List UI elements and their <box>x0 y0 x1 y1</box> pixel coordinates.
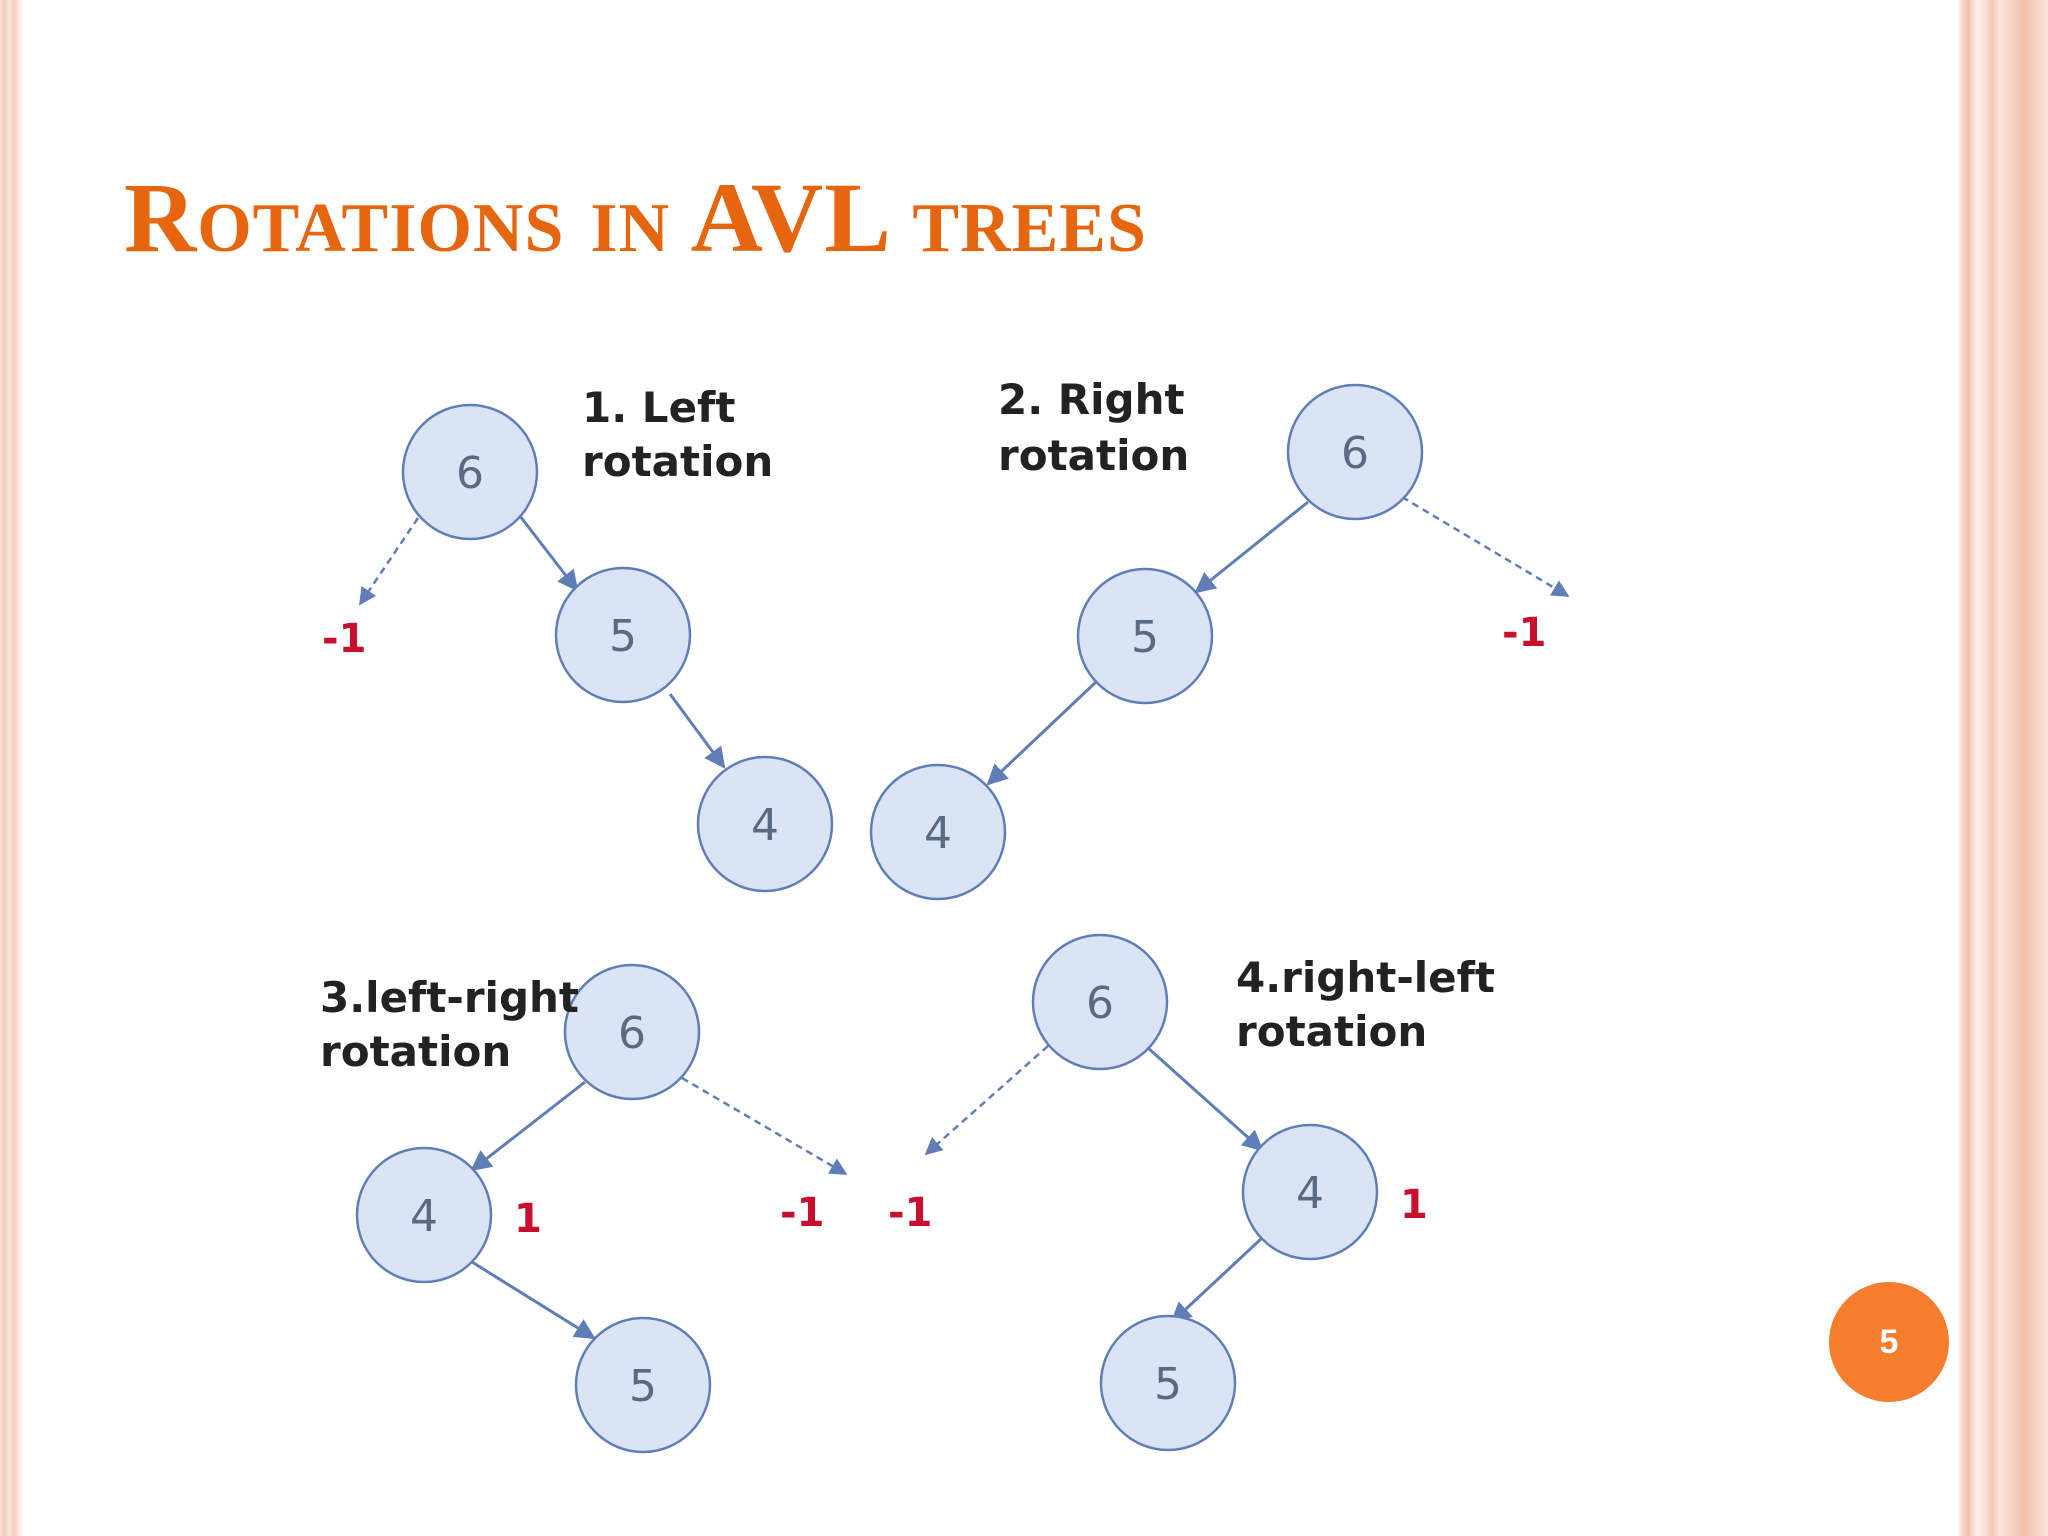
tree-node: 6 <box>563 963 701 1101</box>
edge-5-to-4 <box>986 680 1098 786</box>
svg-text:5: 5 <box>629 1361 657 1412</box>
tree-node: 6 <box>401 403 539 541</box>
balance-factor: -1 <box>888 1190 932 1236</box>
edge-6-to-4 <box>470 1080 586 1172</box>
rotation-label: rotation <box>998 431 1189 480</box>
svg-text:4: 4 <box>751 800 779 851</box>
balance-factor: 1 <box>514 1196 542 1242</box>
right-left-rotation-diagram: 6 4 5 -1 1 4.right-left rotation <box>888 933 1495 1452</box>
edge-6-to-null <box>1401 495 1570 598</box>
edge-6-to-null <box>924 1045 1049 1156</box>
tree-node: 6 <box>1286 383 1424 521</box>
tree-node: 5 <box>554 566 692 704</box>
slide-title: Rotations in AVL trees <box>124 162 1147 273</box>
tree-node: 4 <box>1241 1123 1379 1261</box>
edge-6-to-null <box>681 1076 848 1176</box>
svg-text:4: 4 <box>410 1191 438 1242</box>
balance-factor: 1 <box>1400 1182 1428 1228</box>
rotation-label: 3.left-right <box>320 973 579 1022</box>
svg-text:6: 6 <box>618 1008 646 1059</box>
edge-6-to-5 <box>1194 500 1309 594</box>
left-border-decoration <box>0 0 24 1536</box>
svg-text:5: 5 <box>1154 1359 1182 1410</box>
rotation-label: rotation <box>1236 1007 1427 1056</box>
tree-node: 4 <box>355 1146 493 1284</box>
balance-factor: -1 <box>1502 610 1546 656</box>
svg-text:4: 4 <box>1296 1168 1324 1219</box>
tree-node: 4 <box>696 755 834 893</box>
rotation-label: rotation <box>582 437 773 486</box>
svg-text:6: 6 <box>456 448 484 499</box>
rotation-label: rotation <box>320 1027 511 1076</box>
rotation-label: 2. Right <box>998 375 1185 424</box>
svg-text:6: 6 <box>1341 428 1369 479</box>
svg-text:4: 4 <box>924 808 952 859</box>
tree-node: 5 <box>1099 1314 1237 1452</box>
svg-text:5: 5 <box>1131 612 1159 663</box>
edge-4-to-5 <box>471 1260 596 1340</box>
tree-node: 6 <box>1031 933 1169 1071</box>
edge-5-to-4 <box>668 693 726 769</box>
tree-node: 4 <box>869 763 1007 901</box>
rotation-label: 4.right-left <box>1236 953 1495 1002</box>
tree-node: 5 <box>1076 567 1214 705</box>
left-right-rotation-diagram: 6 4 5 1 -1 3.left-right rotation <box>320 963 848 1454</box>
left-rotation-diagram: 6 5 4 -1 1. Left rotation <box>322 383 834 893</box>
edge-6-to-4 <box>1146 1046 1264 1152</box>
rotation-label: 1. Left <box>582 383 735 432</box>
balance-factor: -1 <box>780 1190 824 1236</box>
balance-factor: -1 <box>322 616 366 662</box>
tree-node: 5 <box>574 1316 712 1454</box>
svg-text:6: 6 <box>1086 978 1114 1029</box>
edge-6-to-null <box>358 517 420 606</box>
page-number-badge: 5 <box>1829 1282 1949 1402</box>
right-border-decoration <box>1958 0 2048 1536</box>
edge-6-to-5 <box>518 515 579 592</box>
right-rotation-diagram: 6 5 4 -1 2. Right rotation <box>869 375 1570 901</box>
svg-text:5: 5 <box>609 611 637 662</box>
edge-4-to-5 <box>1170 1236 1264 1324</box>
